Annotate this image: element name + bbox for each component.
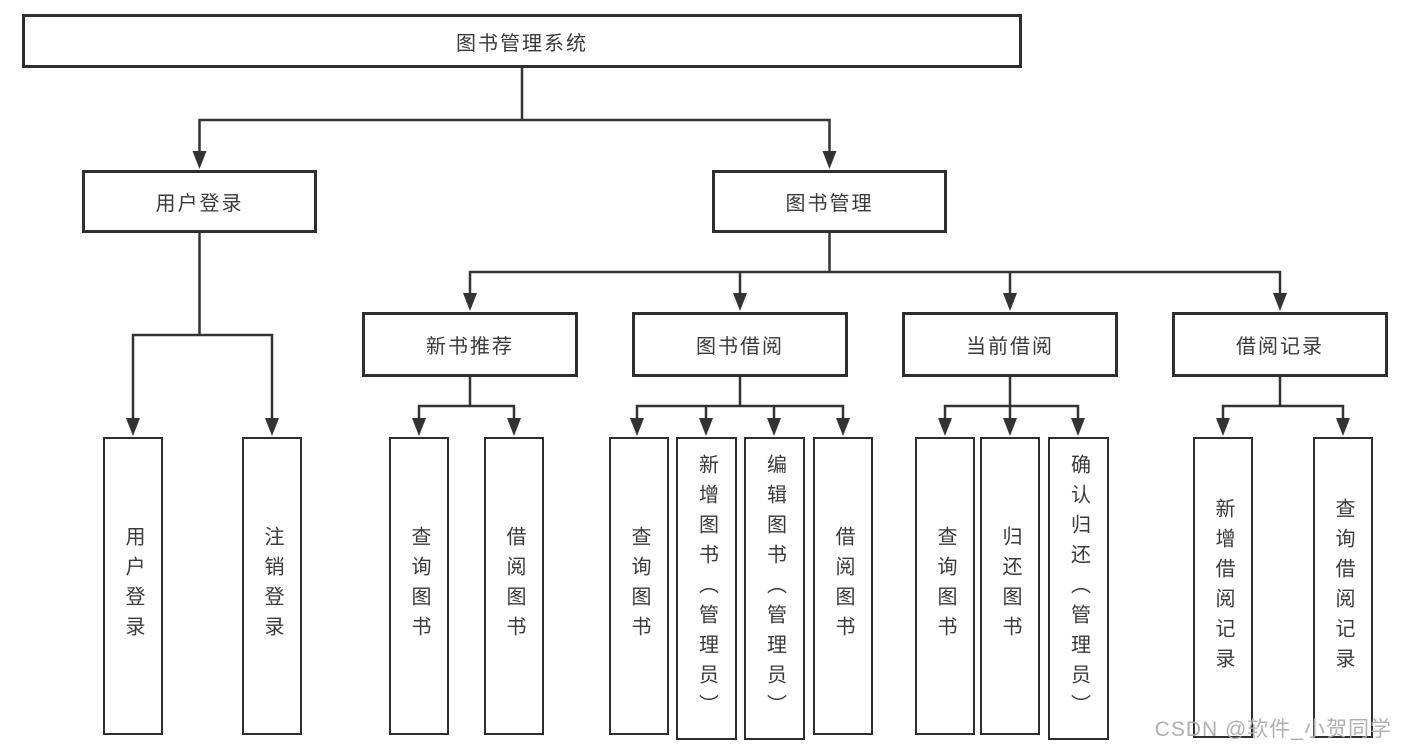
node-borrow-books-recommend: 借阅图书 xyxy=(484,437,544,735)
node-query-borrow-record: 查询借阅记录 xyxy=(1313,437,1373,738)
node-query-books-borrowing: 查询图书 xyxy=(609,437,669,735)
edge-root-to-level2 xyxy=(198,68,831,153)
edge-bookmgmt-to-level3 xyxy=(468,233,1282,299)
arrowhead-icons xyxy=(126,151,1350,436)
csdn-watermark: CSDN @软件_小贺同学 xyxy=(1154,718,1392,741)
node-book-borrowing: 图书借阅 xyxy=(632,312,848,377)
node-return-books: 归还图书 xyxy=(980,437,1040,735)
node-logout-action: 注销登录 xyxy=(242,437,302,735)
node-user-login: 用户登录 xyxy=(82,170,317,233)
node-query-books-current: 查询图书 xyxy=(915,437,975,735)
edge-borrowing-to-children xyxy=(635,377,845,420)
edge-userlogin-to-children xyxy=(131,233,274,420)
node-edit-books-admin: 编辑图书（管理员） xyxy=(744,437,805,740)
node-book-management: 图书管理 xyxy=(712,170,947,233)
node-new-book-recommendation: 新书推荐 xyxy=(362,312,578,377)
edge-records-to-children xyxy=(1221,377,1345,420)
node-library-management-system: 图书管理系统 xyxy=(22,14,1022,68)
node-user-login-action: 用户登录 xyxy=(103,437,163,735)
node-add-books-admin: 新增图书（管理员） xyxy=(676,437,737,740)
node-borrow-books-borrowing: 借阅图书 xyxy=(813,437,873,735)
edge-current-to-children xyxy=(943,377,1080,420)
edge-newbook-to-children xyxy=(417,377,516,420)
node-query-books-recommend: 查询图书 xyxy=(389,437,449,735)
node-confirm-return-admin: 确认归还（管理员） xyxy=(1048,437,1109,740)
node-current-borrowing: 当前借阅 xyxy=(902,312,1118,377)
node-borrowing-records: 借阅记录 xyxy=(1172,312,1388,377)
node-add-borrow-record: 新增借阅记录 xyxy=(1193,437,1253,738)
